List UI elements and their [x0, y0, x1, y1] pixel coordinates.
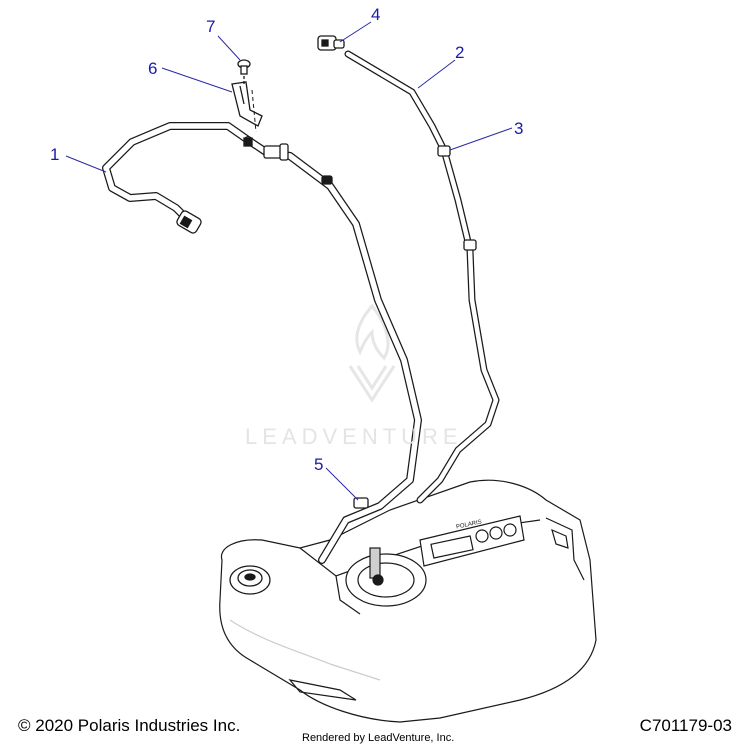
watermark-logo: [348, 303, 396, 403]
bracket-6: [231, 81, 263, 127]
callout-6: 6: [148, 59, 158, 78]
callout-5: 5: [314, 455, 324, 474]
hose-1-tee-fitting: [243, 137, 333, 185]
watermark-text: LEADVENTURE: [245, 424, 463, 449]
copyright-text: © 2020 Polaris Industries Inc.: [18, 716, 241, 735]
clip-5: [353, 497, 369, 509]
callout-2: 2: [455, 43, 465, 62]
fuel-cap: [229, 565, 271, 595]
screw-7-axis: [251, 89, 257, 133]
callout-4: 4: [371, 5, 381, 24]
hose-1: [102, 122, 422, 564]
diagram-id: C701179-03: [639, 716, 732, 735]
connector-4: [317, 35, 345, 51]
screw-7: [237, 59, 251, 84]
hose-1-connector: [176, 210, 202, 234]
callout-3: 3: [514, 119, 524, 138]
callout-1: 1: [50, 145, 60, 164]
leader-lines: [65, 21, 513, 501]
rendered-by-text: Rendered by LeadVenture, Inc.: [302, 732, 455, 744]
hose-2: [344, 50, 500, 504]
callout-7: 7: [206, 17, 216, 36]
clip-3: [437, 145, 477, 251]
fuel-pump-module: [345, 547, 427, 607]
